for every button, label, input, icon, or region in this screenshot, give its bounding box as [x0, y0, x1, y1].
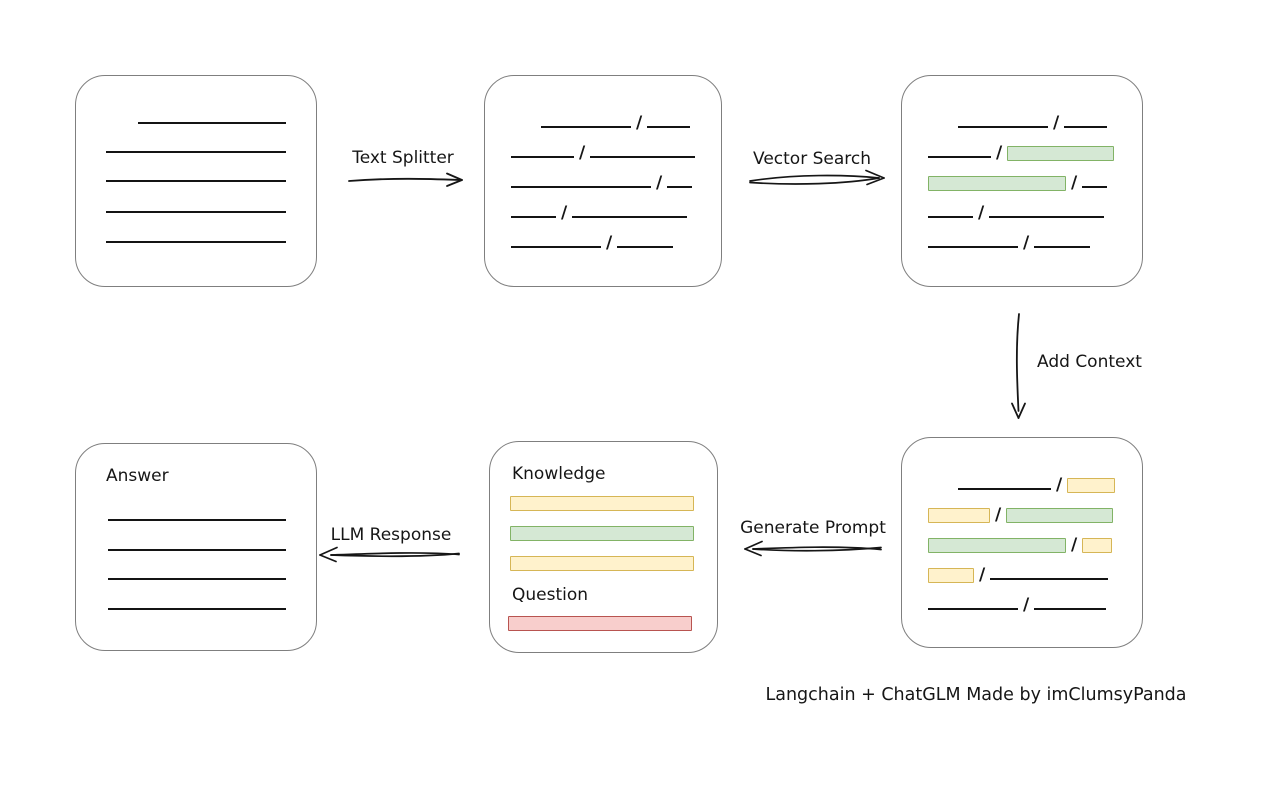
segment-line	[958, 126, 1048, 128]
segment-line	[1034, 608, 1107, 610]
split-rows: / / / / /	[511, 98, 696, 252]
segment-line	[928, 156, 991, 158]
slash-separator: /	[1023, 233, 1030, 253]
segment-line	[511, 246, 601, 248]
segment-line	[572, 216, 688, 218]
segment-line	[928, 216, 973, 218]
slash-separator: /	[979, 565, 986, 585]
segment-row: /	[511, 128, 696, 162]
text-line	[108, 519, 286, 521]
context-rows: / / / / /	[928, 460, 1116, 614]
segment-line	[511, 186, 651, 188]
vector-search-label: Vector Search	[753, 149, 871, 169]
add-context-label: Add Context	[1037, 352, 1142, 372]
slash-separator: /	[978, 203, 985, 223]
segment-row: /	[928, 520, 1115, 554]
answer-label: Answer	[106, 466, 169, 486]
segment-row: /	[928, 128, 1115, 162]
segment-line	[541, 126, 631, 128]
segment-line	[1034, 246, 1091, 248]
highlight-chip-green	[1007, 146, 1115, 161]
segment-line	[989, 216, 1105, 218]
segment-line	[590, 156, 696, 158]
segment-line	[928, 608, 1018, 610]
segment-line	[667, 186, 693, 188]
slash-separator: /	[1071, 535, 1078, 555]
vector-rows: / / / / /	[928, 98, 1115, 252]
text-line	[106, 241, 286, 243]
prompt-box: Knowledge Question	[489, 441, 718, 653]
slash-separator: /	[996, 143, 1003, 163]
slash-separator: /	[1053, 113, 1060, 133]
segment-line	[958, 488, 1051, 490]
segment-row: /	[511, 218, 695, 252]
highlight-chip-green	[928, 538, 1066, 553]
llm-response-arrow	[319, 546, 460, 563]
segment-row: /	[958, 98, 1114, 132]
knowledge-bar-yellow	[510, 556, 694, 571]
vector-search-result-box: / / / / /	[901, 75, 1143, 287]
segment-row: /	[928, 218, 1114, 252]
slash-separator: /	[561, 203, 568, 223]
highlight-chip-yellow	[1082, 538, 1113, 553]
segment-row: /	[928, 158, 1114, 192]
knowledge-label: Knowledge	[512, 464, 606, 484]
segment-row: /	[541, 98, 695, 132]
segment-line	[928, 246, 1018, 248]
segment-line	[1064, 126, 1108, 128]
llm-response-label: LLM Response	[330, 525, 452, 545]
text-line	[106, 151, 286, 153]
segment-line	[511, 156, 574, 158]
slash-separator: /	[1023, 595, 1030, 615]
text-line	[106, 180, 286, 182]
slash-separator: /	[606, 233, 613, 253]
segment-row: /	[958, 460, 1116, 494]
text-line	[108, 549, 286, 551]
segment-row: /	[928, 490, 1115, 524]
text-splitter-arrow	[348, 172, 463, 187]
slash-separator: /	[1071, 173, 1078, 193]
highlight-chip-green	[928, 176, 1066, 191]
knowledge-bar-yellow	[510, 496, 694, 511]
slash-separator: /	[579, 143, 586, 163]
text-line	[108, 578, 286, 580]
generate-prompt-arrow	[744, 540, 882, 557]
context-selection-box: / / / / /	[901, 437, 1143, 648]
vector-search-arrow	[749, 169, 885, 186]
segment-row: /	[928, 188, 1114, 222]
segment-line	[617, 246, 674, 248]
slash-separator: /	[656, 173, 663, 193]
generate-prompt-label: Generate Prompt	[740, 518, 886, 538]
text-line	[108, 608, 286, 610]
text-line	[106, 211, 286, 213]
segment-row: /	[511, 158, 695, 192]
slash-separator: /	[636, 113, 643, 133]
split-text-box: / / / / /	[484, 75, 722, 287]
slash-separator: /	[1056, 475, 1063, 495]
segment-line	[990, 578, 1109, 580]
highlight-chip-yellow	[928, 568, 974, 583]
question-label: Question	[512, 585, 589, 605]
text-line	[138, 122, 286, 124]
segment-line	[511, 216, 556, 218]
knowledge-bar-green	[510, 526, 694, 541]
slash-separator: /	[995, 505, 1002, 525]
segment-line	[1082, 186, 1108, 188]
credit-caption: Langchain + ChatGLM Made by imClumsyPand…	[765, 685, 1187, 705]
highlight-chip-green	[1006, 508, 1114, 523]
highlight-chip-yellow	[928, 508, 990, 523]
question-bar	[508, 616, 692, 631]
segment-row: /	[928, 580, 1115, 614]
highlight-chip-yellow	[1067, 478, 1116, 493]
add-context-arrow	[1011, 313, 1026, 419]
document-box	[75, 75, 317, 287]
text-splitter-label: Text Splitter	[352, 148, 454, 168]
segment-row: /	[511, 188, 695, 222]
segment-line	[647, 126, 691, 128]
answer-box: Answer	[75, 443, 317, 651]
segment-row: /	[928, 550, 1115, 584]
